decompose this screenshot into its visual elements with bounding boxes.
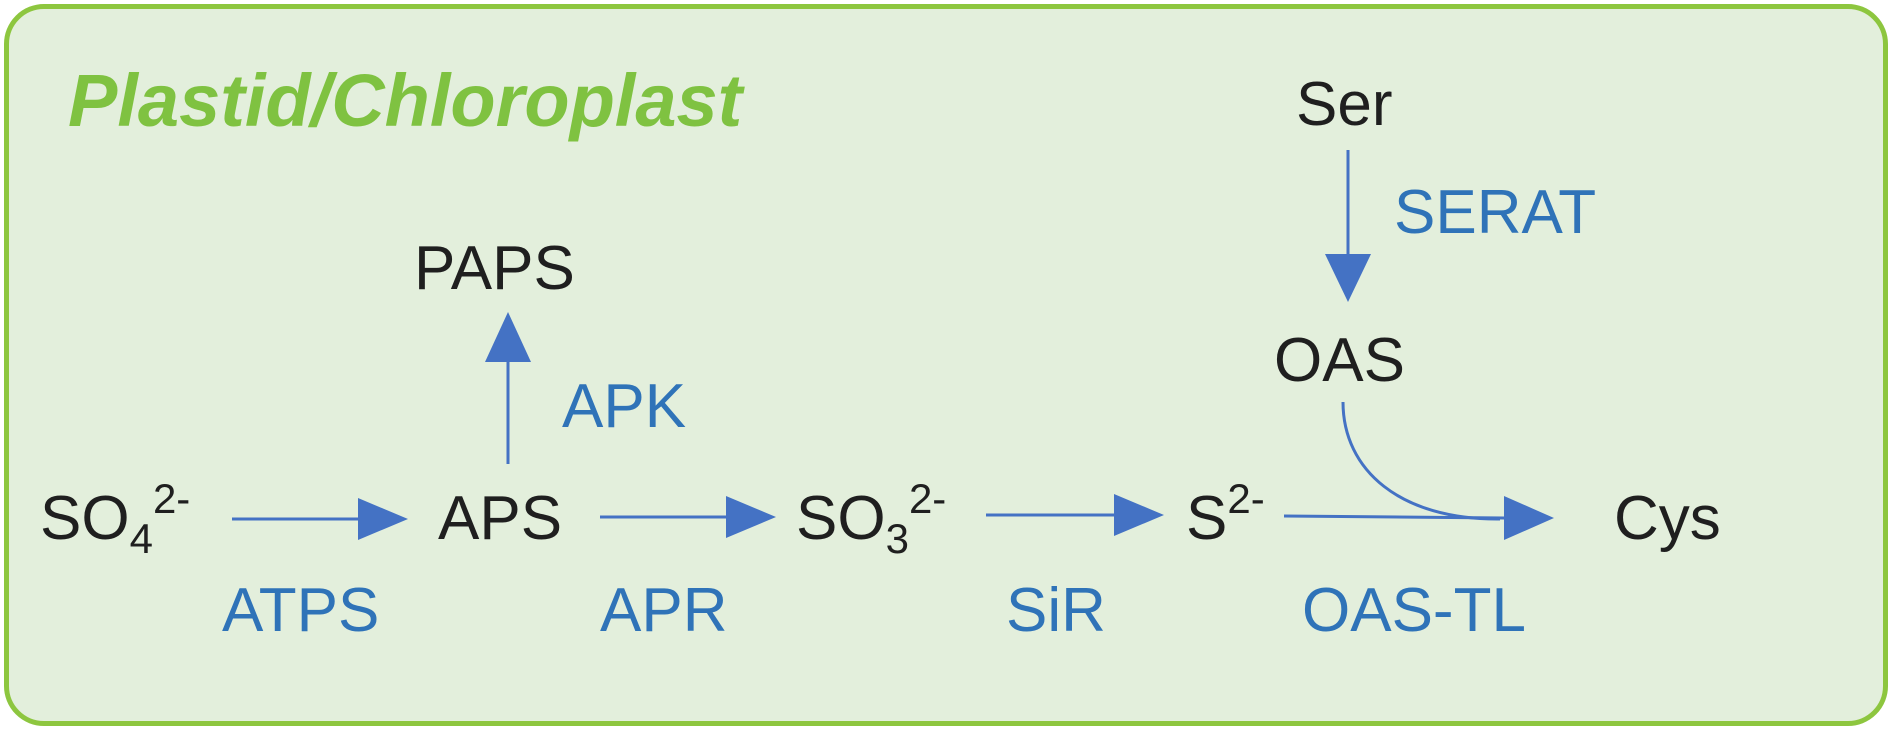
metabolite-aps: APS	[438, 484, 563, 553]
enzyme-apr: APR	[600, 576, 728, 645]
metabolite-cysteine: Cys	[1614, 484, 1721, 553]
metabolite-sulfate: SO42-	[40, 478, 190, 560]
enzyme-apk: APK	[562, 372, 687, 441]
arrowhead-aps-to-so3	[726, 496, 776, 538]
metabolite-paps: PAPS	[414, 234, 575, 303]
compartment-title: Plastid/Chloroplast	[68, 59, 743, 142]
arrow-oas-to-cys	[1341, 401, 1501, 521]
sulfide-charge: 2-	[1227, 475, 1265, 522]
sulfite-base: SO	[796, 484, 886, 553]
metabolite-oas: OAS	[1274, 326, 1405, 395]
enzyme-atps: ATPS	[222, 576, 380, 645]
metabolite-sulfide: S2-	[1186, 478, 1265, 550]
sulfite-subscript: 3	[885, 515, 909, 562]
sulfate-base: SO	[40, 484, 130, 553]
sulfide-base: S	[1186, 484, 1228, 553]
arrowhead-so4-to-aps	[358, 498, 408, 540]
metabolite-serine: Ser	[1296, 70, 1393, 139]
arrowhead-s2-to-cys	[1504, 496, 1554, 540]
enzyme-serat: SERAT	[1394, 178, 1597, 247]
arrowhead-so3-to-s2	[1114, 494, 1164, 536]
enzyme-oas-tl: OAS-TL	[1302, 576, 1526, 645]
sulfate-charge: 2-	[152, 475, 191, 522]
plastid-panel	[4, 4, 1888, 726]
sulfite-charge: 2-	[908, 475, 947, 522]
arrowhead-ser-to-oas	[1325, 254, 1371, 302]
enzyme-sir: SiR	[1006, 576, 1106, 645]
arrowhead-aps-to-paps	[485, 312, 531, 362]
metabolite-sulfite: SO32-	[796, 478, 946, 560]
sulfate-subscript: 4	[129, 515, 153, 562]
